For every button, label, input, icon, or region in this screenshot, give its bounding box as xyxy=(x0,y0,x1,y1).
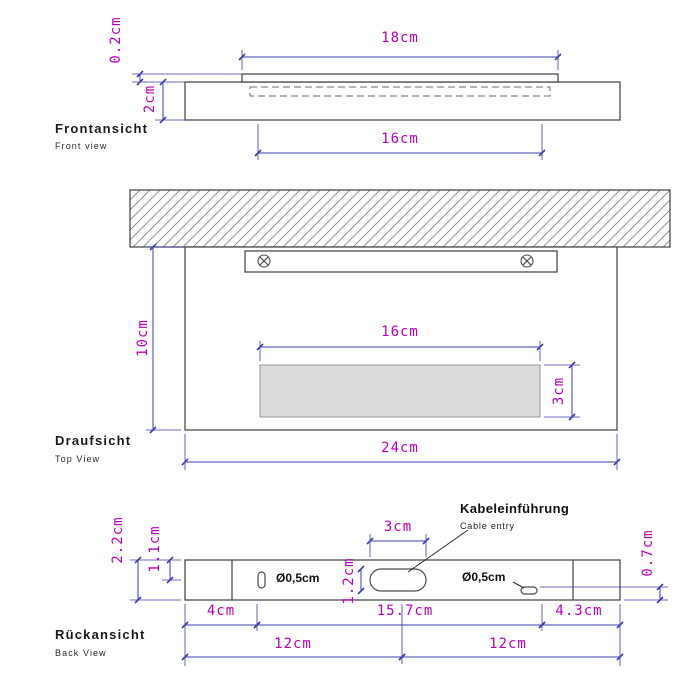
screw-icon-left xyxy=(257,254,271,268)
front-bottom-width-dim: 16cm xyxy=(381,131,419,147)
top-view-subtitle: Top View xyxy=(55,454,101,464)
top-total-width-dim: 24cm xyxy=(381,440,419,456)
top-view-drawing xyxy=(129,189,671,470)
left-slot-diameter-label: Ø0,5cm xyxy=(276,571,320,585)
front-plate-thickness-dim: 0.2cm xyxy=(108,16,124,64)
front-mounting-plate xyxy=(241,73,559,83)
back-cable-width-dim: 3cm xyxy=(383,519,413,535)
mounting-wall-hatch xyxy=(129,189,671,248)
back-left-half-height-dim: 1.1cm xyxy=(147,525,163,573)
screw-slot-right xyxy=(520,586,538,595)
back-half-left-dim: 12cm xyxy=(274,636,312,652)
back-half-right-dim: 12cm xyxy=(489,636,527,652)
front-body-thickness-dim: 2cm xyxy=(142,84,158,114)
back-seg-right-dim: 4.3cm xyxy=(555,603,603,619)
right-slot-leader-line xyxy=(512,581,525,589)
front-hidden-edge xyxy=(249,86,551,97)
top-panel-depth-dim: 3cm xyxy=(551,376,567,406)
screw-slot-left xyxy=(257,571,266,589)
right-slot-diameter-label: Ø0,5cm xyxy=(462,570,506,584)
cable-entry-hole xyxy=(369,568,427,592)
diffuser-panel xyxy=(259,364,541,418)
front-view-title: Frontansicht xyxy=(55,121,149,136)
top-mounting-plate xyxy=(244,250,558,273)
back-view-drawing xyxy=(130,529,668,666)
screw-icon-right xyxy=(520,254,534,268)
top-view-title: Draufsicht xyxy=(55,433,132,448)
cable-entry-label-de: Kabeleinführung xyxy=(460,501,570,516)
back-view-subtitle: Back View xyxy=(55,648,107,658)
back-seg-mid-dim: 15.7cm xyxy=(376,603,434,619)
back-cable-height-dim: 1.2cm xyxy=(341,557,357,605)
front-view-drawing xyxy=(132,50,621,160)
top-inner-width-dim: 16cm xyxy=(381,324,419,340)
top-depth-dim: 10cm xyxy=(135,319,151,357)
cable-entry-label-en: Cable entry xyxy=(460,521,515,531)
front-body xyxy=(184,81,621,121)
back-left-height-dim: 2.2cm xyxy=(110,516,126,564)
back-view-title: Rückansicht xyxy=(55,627,146,642)
front-top-width-dim: 18cm xyxy=(381,30,419,46)
back-right-height-dim: 0.7cm xyxy=(640,529,656,577)
front-view-subtitle: Front view xyxy=(55,141,108,151)
cable-entry-leader-line xyxy=(407,529,469,573)
back-seg-left-dim: 4cm xyxy=(206,603,236,619)
